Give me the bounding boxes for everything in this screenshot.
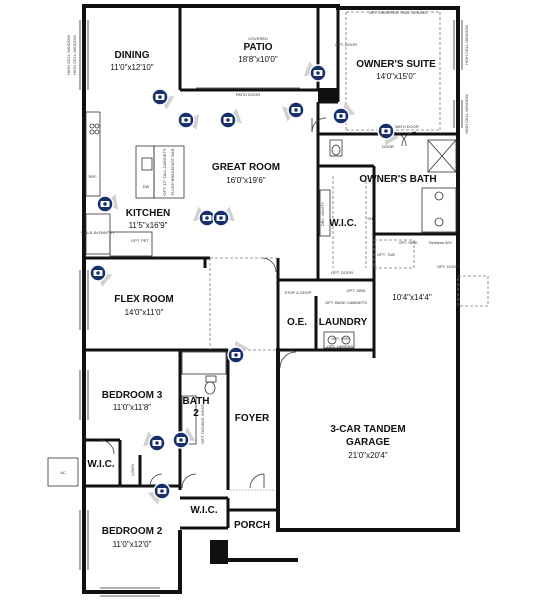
owners-suite-name: OWNER'S SUITE	[356, 59, 436, 70]
laundry-name: LAUNDRY	[319, 317, 368, 328]
kitchen-dim: 11'5"x16'9"	[129, 221, 168, 230]
garage-name: 3-CAR TANDEM	[330, 424, 405, 435]
note-opt-base-cabinets: OPT. BASE CABINETS	[325, 300, 367, 305]
camera-icon[interactable]	[303, 61, 327, 82]
wic-main-name: W.I.C.	[329, 218, 356, 229]
camera-icon[interactable]	[332, 102, 356, 125]
room-labels: DINING 11'0"x12'10" COVERED PATIO 18'8"x…	[87, 36, 436, 549]
note-dw: DW	[143, 184, 150, 189]
owners-suite-dim: 14'0"x15'0"	[376, 72, 416, 81]
note-opt-sink: OPT. SINK	[398, 240, 418, 245]
note-window-right-b: HIGH CELL WINDOW	[464, 94, 469, 134]
camera-icon[interactable]	[177, 111, 200, 130]
note-linen: LINEN	[130, 464, 135, 476]
camera-icon[interactable]	[281, 101, 305, 122]
kitchen-name: KITCHEN	[126, 208, 170, 219]
windows	[79, 20, 463, 597]
note-fridge: REF.	[89, 174, 98, 179]
great-room-dim: 16'0"x19'6"	[226, 176, 266, 185]
bath2-num: 2	[193, 408, 199, 419]
porch-name: PORCH	[234, 520, 270, 531]
note-opt-sink-2: OPT. SINK	[346, 288, 366, 293]
note-opt-bath-door: OPT. BATH DOOR	[385, 124, 419, 129]
note-door: DOOR	[382, 144, 394, 149]
ac-label: AC	[60, 470, 66, 475]
patio-sub: COVERED	[248, 36, 268, 41]
bedroom2-dim: 11'0"x12'0"	[113, 540, 152, 549]
garage-ext-dim: 10'4"x14'4"	[392, 293, 432, 302]
note-opt-wd: OPT. W/D	[331, 336, 349, 341]
wic-b3-name: W.I.C.	[87, 459, 114, 470]
camera-icon[interactable]	[96, 194, 119, 213]
note-opt-double-sinks: OPT. DOUBLE SINKS	[200, 404, 205, 444]
dining-dim: 11'0"x12'10"	[110, 63, 153, 72]
note-opt-door-3: OPT. DOOR	[437, 264, 459, 269]
camera-icon[interactable]	[192, 206, 216, 227]
note-opt-tub: OPT. TUB	[377, 252, 395, 257]
wic-b2-name: W.I.C.	[190, 505, 217, 516]
note-opt-door: OPT. DOOR	[335, 42, 357, 47]
camera-icon[interactable]	[227, 340, 249, 364]
note-patio-door: PATIO DOOR	[236, 92, 261, 97]
fixtures	[85, 87, 489, 491]
note-window-left-b: HIGH CELL WINDOW	[72, 35, 77, 75]
flex-room-dim: 14'0"x11'0"	[125, 308, 164, 317]
camera-icon[interactable]	[151, 88, 175, 110]
bath2-name: BATH	[182, 396, 209, 407]
camera-icon[interactable]	[377, 122, 399, 146]
camera-icon[interactable]	[212, 206, 236, 227]
oe-name: O.E.	[287, 317, 307, 328]
camera-icon[interactable]	[142, 431, 166, 452]
plan-notes: OPT. DROPPED TRAY CEILING PATIO DOOR OPT…	[66, 10, 469, 476]
camera-icon[interactable]	[219, 108, 243, 129]
note-dropped-tray: OPT. DROPPED TRAY CEILING	[369, 10, 427, 15]
note-opt-uppers: OPT. UPPERS	[327, 344, 354, 349]
note-opt-cabinets: OPT. 12" TALL CABINETS	[162, 148, 167, 195]
camera-hotspots	[89, 61, 399, 505]
patio-dim: 18'8"x10'0"	[238, 55, 278, 64]
note-window-left-a: HIGH CELL WINDOW	[66, 35, 71, 75]
owners-bath-name: OWNER'S BATH	[359, 174, 436, 185]
interior-walls	[84, 6, 458, 530]
note-tankless: Tankless WH	[428, 240, 451, 245]
bedroom3-dim: 11'0"x11'8"	[113, 403, 151, 412]
note-opt-door-2: OPT. DOOR	[331, 270, 353, 275]
camera-icon[interactable]	[147, 482, 171, 505]
patio-name: PATIO	[243, 42, 272, 53]
note-window-right-a: HIGH CELL WINDOW	[464, 25, 469, 65]
bedroom3-name: BEDROOM 3	[102, 390, 163, 401]
note-drop-zone: STOP & DROP	[284, 290, 312, 295]
note-opt-pet: OPT. PET	[131, 238, 149, 243]
foyer-name: FOYER	[235, 413, 270, 424]
garage-dim: 21'0"x20'4"	[348, 451, 388, 460]
dining-name: DINING	[115, 50, 150, 61]
camera-icon[interactable]	[89, 264, 113, 287]
note-flush-bar: FLUSH BREAKFAST BAR	[170, 148, 175, 195]
ac-pad	[47, 457, 79, 487]
great-room-name: GREAT ROOM	[212, 162, 280, 173]
note-sh: SH	[367, 216, 373, 221]
camera-icon[interactable]	[172, 427, 196, 449]
flex-room-name: FLEX ROOM	[114, 294, 173, 305]
garage-name-2: GARAGE	[346, 437, 390, 448]
bedroom2-name: BEDROOM 2	[102, 526, 163, 537]
note-walk-in-pantry: WALK-IN PANTRY	[81, 230, 115, 235]
note-dbl-vanity: DBL. VANITY	[320, 202, 325, 226]
